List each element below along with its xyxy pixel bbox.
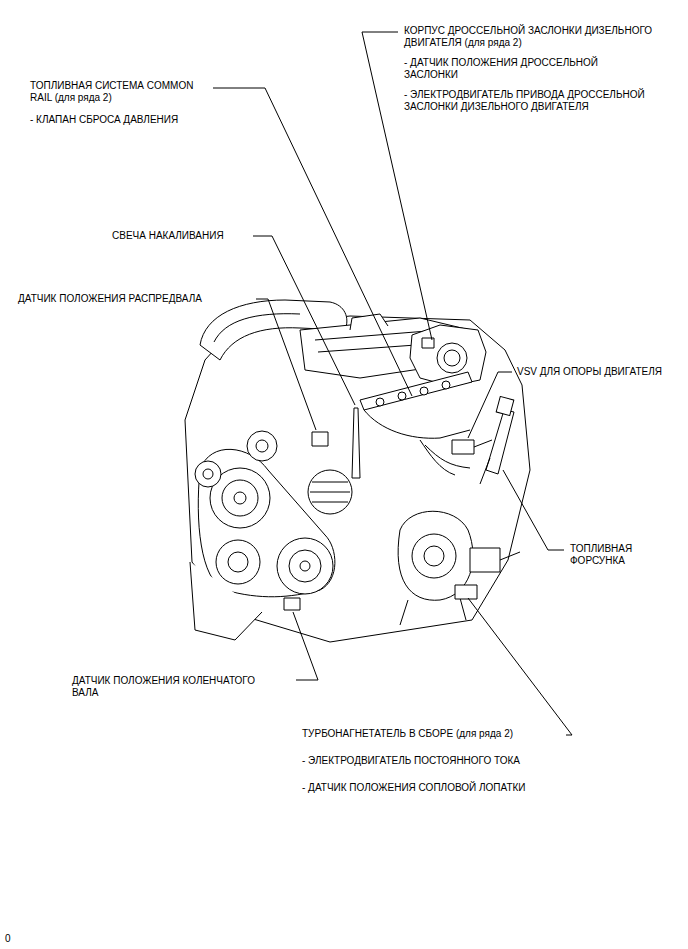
part-label: КОРПУС ДРОССЕЛЬНОЙ ЗАСЛОНКИ ДИЗЕЛЬНОГО Д… xyxy=(404,25,684,49)
part-label: ДАТЧИК ПОЛОЖЕНИЯ КОЛЕНЧАТОГО ВАЛА xyxy=(72,675,284,699)
sub-part-label: - КЛАПАН СБРОСА ДАВЛЕНИЯ xyxy=(30,114,178,126)
part-label: ТОПЛИВНАЯ СИСТЕМА COMMON RAIL (для ряда … xyxy=(30,80,208,104)
part-label: СВЕЧА НАКАЛИВАНИЯ xyxy=(112,230,224,242)
part-label: ТУРБОНАГНЕТАТЕЛЬ В СБОРЕ (для ряда 2) xyxy=(302,728,513,740)
sub-part-label: - ДАТЧИК ПОЛОЖЕНИЯ ДРОССЕЛЬНОЙ ЗАСЛОНКИ xyxy=(404,57,636,81)
figure-id: 0 xyxy=(5,933,11,945)
sub-part-label: - ДАТЧИК ПОЛОЖЕНИЯ СОПЛОВОЙ ЛОПАТКИ xyxy=(302,782,526,794)
part-label: VSV ДЛЯ ОПОРЫ ДВИГАТЕЛЯ xyxy=(517,366,662,378)
sub-part-label: - ЭЛЕКТРОДВИГАТЕЛЬ ПОСТОЯННОГО ТОКА xyxy=(302,755,520,767)
sub-part-label: - ЭЛЕКТРОДВИГАТЕЛЬ ПРИВОДА ДРОССЕЛЬНОЙ З… xyxy=(404,89,684,113)
part-label: ТОПЛИВНАЯ ФОРСУНКА xyxy=(570,543,642,567)
part-label: ДАТЧИК ПОЛОЖЕНИЯ РАСПРЕДВАЛА xyxy=(18,293,202,305)
